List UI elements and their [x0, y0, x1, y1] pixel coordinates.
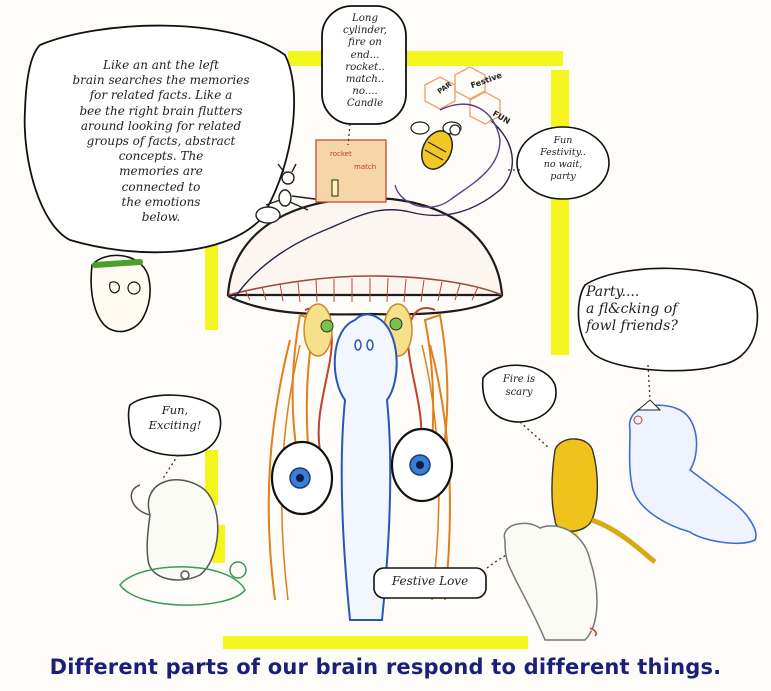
fire-bubble-text: Fire is scary: [502, 374, 536, 398]
memory-box-shape: [315, 139, 387, 203]
festive-love-bubble-shape: [373, 567, 487, 599]
hex-outline-shadow: [394, 103, 501, 208]
candle-icon: [331, 179, 339, 197]
left-eye: [270, 440, 334, 516]
fun-exciting-bubble-text: Fun, Exciting!: [148, 403, 202, 432]
diagram-caption: Different parts of our brain respond to …: [49, 655, 722, 679]
brainstem: [333, 313, 398, 621]
fire-bubble-shape: [482, 364, 557, 423]
party-bubble-shape: [577, 267, 759, 372]
cylinder-bubble-shape: [321, 5, 407, 125]
box-word-rocket: rocket: [330, 150, 352, 158]
box-word-match: match: [354, 163, 377, 171]
cat-figure: [551, 438, 657, 564]
bird-figure: [628, 399, 757, 545]
bee-figure: [410, 121, 462, 170]
dog-figure: [503, 522, 598, 641]
elephant-turtle-figure: [119, 479, 247, 606]
fun-exciting-bubble-shape: [127, 394, 222, 457]
right-eye: [390, 427, 454, 503]
dotted-connectors: [161, 123, 651, 569]
left-brain-bubble-text: Like an ant the left brain searches the …: [72, 58, 250, 225]
fun-festivity-bubble-shape: [516, 126, 610, 200]
head-figure: [90, 254, 151, 333]
party-bubble-text: Party.... a fl&cking of fowl friends?: [586, 284, 678, 334]
left-brain-bubble-shape: [23, 24, 295, 254]
festive-love-bubble-text: Festive Love: [391, 574, 469, 588]
fun-festivity-bubble-text: Fun Festivity.. no wait, party: [540, 135, 586, 182]
memory-path: [232, 119, 514, 301]
hexagon-cluster: [424, 66, 501, 125]
cylinder-bubble-text: Long cylinder, fire on end... rocket.. m…: [342, 13, 388, 110]
